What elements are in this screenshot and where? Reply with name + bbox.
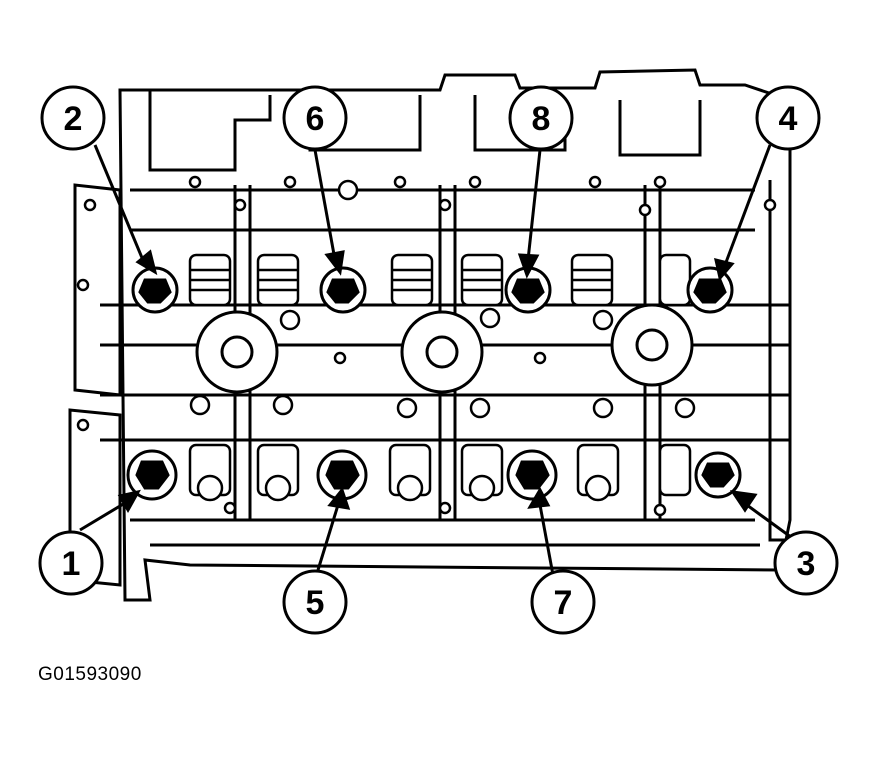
bolt-4	[686, 266, 734, 314]
bolt-1	[126, 449, 178, 501]
bolt-7	[506, 449, 558, 501]
small-fasteners	[76, 175, 777, 517]
leader-lines	[79, 144, 796, 576]
callout-7: 7	[530, 569, 596, 635]
callout-4: 4	[755, 85, 821, 151]
bolt-8	[504, 266, 552, 314]
bolt-2	[131, 266, 179, 314]
callout-label-2: 2	[64, 100, 83, 138]
callout-3: 3	[773, 530, 839, 596]
callout-5: 5	[282, 569, 348, 635]
camshaft-journals	[195, 303, 694, 394]
callout-label-6: 6	[306, 100, 325, 138]
callout-2: 2	[40, 85, 106, 151]
callout-label-3: 3	[797, 545, 816, 583]
callouts: 2 6 8 4 1 5 7 3	[38, 85, 839, 635]
valve-springs-top	[188, 253, 692, 307]
bolt-5	[316, 449, 368, 501]
callout-1: 1	[38, 530, 104, 596]
callout-6: 6	[282, 85, 348, 151]
callout-8: 8	[508, 85, 574, 151]
figure-code: G01593090	[38, 664, 142, 685]
callout-label-7: 7	[554, 584, 573, 622]
head-bolts	[126, 266, 742, 501]
callout-label-5: 5	[306, 584, 325, 622]
callout-label-4: 4	[779, 100, 798, 138]
bolt-3	[694, 451, 742, 499]
callout-label-1: 1	[62, 545, 81, 583]
valve-springs-bottom	[188, 443, 692, 502]
bolt-6	[319, 266, 367, 314]
callout-label-8: 8	[532, 100, 551, 138]
